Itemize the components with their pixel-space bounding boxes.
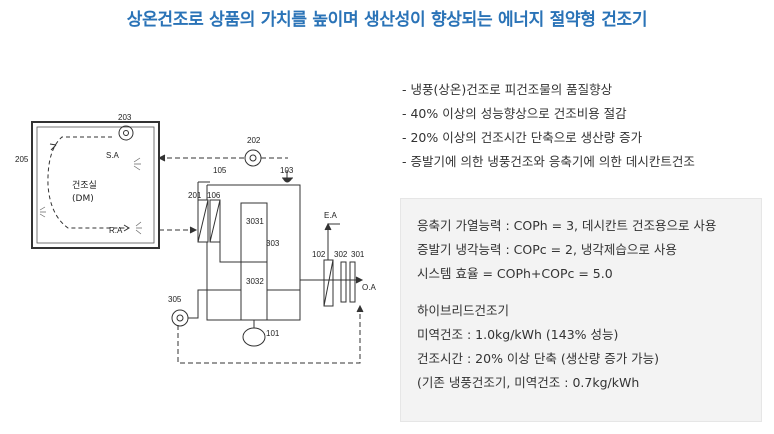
label-103: 103 — [280, 166, 294, 175]
spec-line: (기존 냉풍건조기, 미역건조 : 0.7kg/kWh — [417, 375, 640, 390]
spec-box: 응축기 가열능력 : COPh = 3, 데시칸트 건조용으로 사용 증발기 냉… — [400, 198, 762, 422]
spec-line: 미역건조 : 1.0kg/kWh (143% 성능) — [417, 327, 619, 342]
filter-301 — [349, 261, 356, 303]
chamber-code: (DM) — [72, 194, 94, 204]
label-202: 202 — [247, 136, 261, 145]
fan-203 — [118, 125, 134, 141]
label-203: 203 — [118, 113, 132, 122]
feature-item: - 증발기에 의한 냉풍건조와 응축기에 의한 데시칸트건조 — [402, 154, 695, 169]
refrigerant-loop — [207, 184, 301, 290]
feature-item: - 40% 이상의 성능향상으로 건조비용 절감 — [402, 106, 627, 121]
spec-line: 하이브리드건조기 — [417, 303, 510, 318]
coil-201 — [197, 199, 209, 243]
spec-line: 시스템 효율 = COPh+COPc = 5.0 — [417, 266, 613, 281]
label-ra: R.A — [109, 226, 123, 235]
spec-line: 증발기 냉각능력 : COPc = 2, 냉각제습으로 사용 — [417, 242, 677, 257]
page-title: 상온건조로 상품의 가치를 높이며 생산성이 향상되는 에너지 절약형 건조기 — [126, 10, 648, 30]
feature-item: - 냉풍(상온)건조로 피건조물의 품질향상 — [402, 82, 613, 97]
label-201: 201 — [188, 191, 202, 200]
spec-line: 건조시간 : 20% 이상 단축 (생산량 증가 가능) — [417, 351, 660, 366]
bottom-return-duct — [177, 306, 361, 364]
label-303: 303 — [266, 239, 280, 248]
fan-202 — [244, 149, 262, 167]
label-101: 101 — [266, 329, 280, 338]
chamber-name: 건조실 — [72, 180, 97, 191]
label-205: 205 — [15, 155, 29, 164]
feature-item: - 20% 이상의 건조시간 단축으로 생산량 증가 — [402, 130, 643, 145]
label-oa: O.A — [362, 283, 376, 292]
label-3031: 3031 — [246, 217, 264, 226]
label-305: 305 — [168, 295, 182, 304]
label-3032: 3032 — [246, 277, 264, 286]
dryer-system-diagram: 건조실 (DM) 203 205 202 105 103 201 106 303… — [15, 113, 376, 364]
drying-chamber — [31, 121, 160, 249]
chamber-airflow-path — [47, 136, 128, 229]
label-302: 302 — [334, 250, 348, 259]
label-102: 102 — [312, 250, 326, 259]
fan-305 — [171, 309, 189, 327]
label-301: 301 — [351, 250, 365, 259]
compressor-101 — [242, 327, 266, 347]
label-105: 105 — [213, 166, 227, 175]
feature-list: - 냉풍(상온)건조로 피건조물의 품질향상 - 40% 이상의 성능향상으로 … — [402, 80, 695, 176]
coil-106 — [209, 199, 221, 243]
spec-line: 응축기 가열능력 : COPh = 3, 데시칸트 건조용으로 사용 — [417, 218, 717, 233]
filter-302 — [340, 261, 347, 303]
label-ea: E.A — [324, 211, 338, 220]
label-106: 106 — [207, 191, 221, 200]
label-sa: S.A — [106, 151, 120, 160]
